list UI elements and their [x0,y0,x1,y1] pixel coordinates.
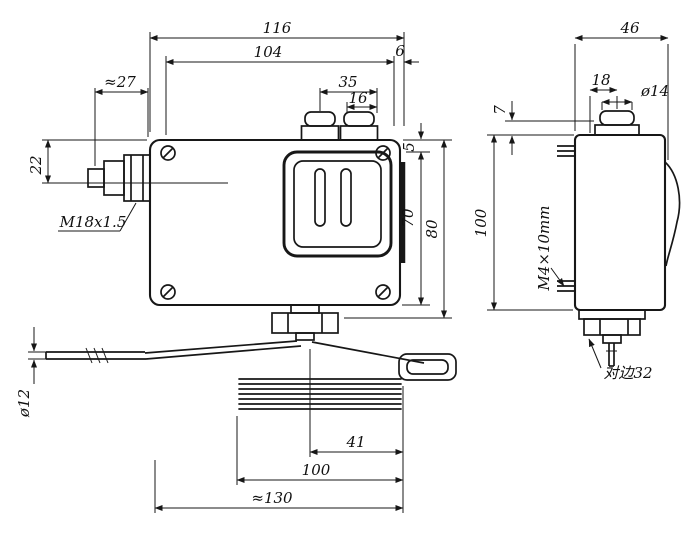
dim-7: 7 [491,105,509,115]
dim-130: ≈130 [251,489,293,507]
cable-gland [80,154,228,202]
bottom-nut-assembly [578,309,646,367]
dim-41: 41 [345,433,365,451]
side-dimensions: 46 18 ø14 7 100 M4×10mm [472,19,669,382]
switch-panel [282,150,393,258]
dim-116: 116 [263,19,292,37]
side-cap-nut [594,110,640,136]
sensor-bulb-tube [45,347,146,364]
dim-104: 104 [254,43,283,61]
dim-27: ≈27 [104,73,136,91]
front-view: 116 104 6 ≈27 35 16 [15,19,457,513]
capillary-assembly [45,340,457,410]
side-body [573,133,667,312]
screw-spec-label: M4×10mm [535,205,553,291]
stem-pin [606,343,617,367]
dim-100: 100 [302,461,331,479]
sensor-coil [238,378,402,410]
dim-100-side: 100 [472,208,490,237]
dim-70: 70 [399,208,417,228]
enclosure-body [148,138,402,307]
dim-22: 22 [27,155,45,175]
corner-screws [160,145,391,300]
dim-5: 5 [400,142,418,152]
bottom-hex-fitting [271,304,339,341]
top-cap-nuts [300,111,379,141]
dim-80: 80 [423,219,441,239]
dim-46: 46 [619,19,640,37]
across-flats-label: 对边32 [603,364,652,382]
dim-dia14: ø14 [640,82,669,100]
mounting-clip [398,353,457,381]
gland-thread-label: M18x1.5 [59,213,127,231]
mounting-bracket-curve [664,161,681,267]
dim-6: 6 [395,42,405,60]
side-view: 46 18 ø14 7 100 M4×10mm [472,19,681,382]
front-dimensions: 116 104 6 ≈27 35 16 [15,19,452,513]
dim-35: 35 [338,73,357,91]
dim-16: 16 [348,89,368,107]
dim-18: 18 [591,71,610,89]
m4-screws [557,145,576,292]
dim-dia12: ø12 [15,389,33,418]
